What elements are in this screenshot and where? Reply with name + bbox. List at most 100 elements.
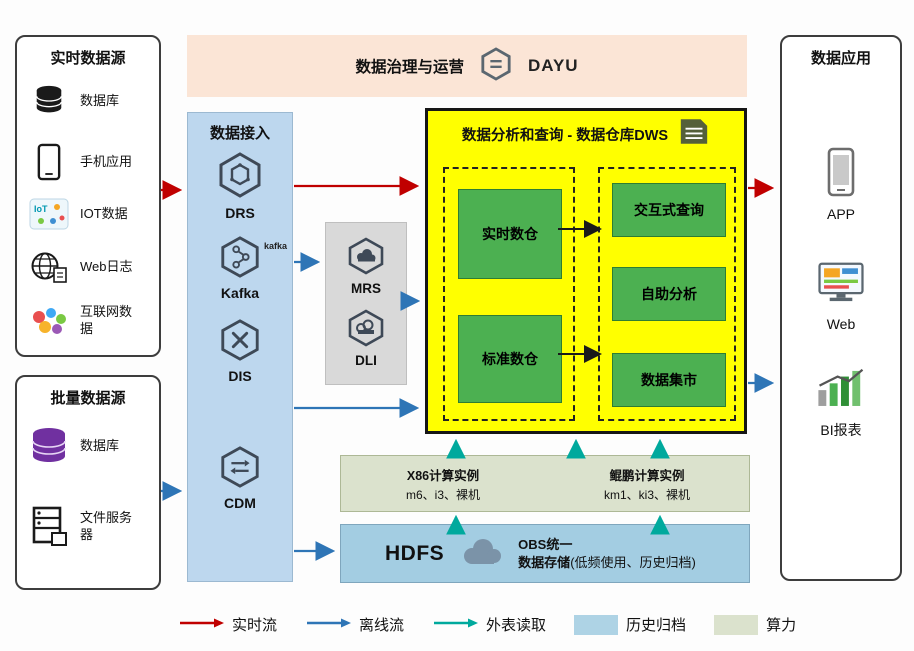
analysis-group: 交互式查询 自助分析 数据集市 — [598, 167, 736, 421]
governance-banner: 数据治理与运营 DAYU — [187, 35, 747, 97]
service-label: MRS — [351, 281, 381, 296]
source-label: 数据库 — [80, 437, 120, 453]
legend-realtime-flow: 实时流 — [178, 614, 277, 635]
web-log-icon — [27, 250, 71, 284]
applications-panel: 数据应用 APP — [780, 35, 902, 581]
x86-compute: X86计算实例 m6、i3、裸机 — [341, 456, 545, 511]
source-label: 手机应用 — [80, 153, 133, 169]
service-dli: DLI — [326, 309, 406, 368]
list-item: 数据库 — [27, 421, 153, 471]
list-item: 互联网数据 — [27, 299, 153, 343]
module-interactive-query: 交互式查询 — [612, 183, 726, 237]
legend-label: 外表读取 — [486, 617, 547, 634]
source-label: 互联网数据 — [80, 304, 133, 336]
web-monitor-icon — [815, 259, 867, 312]
kunpeng-title: 鲲鹏计算实例 — [609, 468, 685, 483]
service-drs: DRS — [188, 151, 292, 221]
compute-panel: X86计算实例 m6、i3、裸机 鲲鹏计算实例 km1、ki3、裸机 — [340, 455, 750, 512]
dli-icon — [346, 309, 386, 352]
iot-icon: IoT — [27, 198, 71, 230]
list-item: 手机应用 — [27, 140, 153, 184]
kafka-logo-text: kafka — [264, 241, 288, 251]
legend-label: 历史归档 — [626, 617, 687, 634]
application-label: Web — [826, 316, 856, 332]
mrs-icon — [346, 237, 386, 280]
x86-title: X86计算实例 — [406, 468, 480, 483]
storage-panel: HDFS OBS统一 数据存储(低频使用、历史归档) — [340, 524, 750, 583]
service-kafka: kafka Kafka — [188, 235, 292, 301]
obs-line1: OBS统一 — [518, 536, 573, 552]
module-data-mart: 数据集市 — [612, 353, 726, 407]
source-label: Web日志 — [80, 258, 133, 274]
source-label: 数据库 — [80, 92, 120, 108]
obs-note: (低频使用、历史归档) — [570, 554, 696, 570]
module-realtime-warehouse: 实时数仓 — [458, 189, 562, 279]
list-item: 数据库 — [27, 79, 153, 123]
module-standard-warehouse: 标准数仓 — [458, 315, 562, 403]
legend: 实时流 离线流 外表读取 历史归档 — [178, 614, 796, 635]
service-label: DIS — [228, 368, 252, 384]
service-cdm: CDM — [188, 445, 292, 511]
legend-label: 离线流 — [359, 617, 405, 634]
service-label: DRS — [225, 205, 255, 221]
application-label: APP — [826, 206, 855, 222]
source-label: IOT数据 — [80, 205, 128, 221]
database-purple-icon — [27, 427, 71, 465]
dws-report-icon — [678, 118, 710, 150]
warehouse-group: 实时数仓 标准数仓 — [443, 167, 575, 421]
internet-data-icon — [27, 305, 71, 337]
source-label: 文件服务器 — [80, 510, 133, 542]
legend-archive: 历史归档 — [574, 614, 686, 635]
legend-compute-power: 算力 — [714, 614, 796, 635]
module-self-service-analysis: 自助分析 — [612, 267, 726, 321]
applications-title: 数据应用 — [810, 50, 871, 67]
database-icon — [27, 84, 71, 118]
x86-spec: m6、i3、裸机 — [405, 487, 480, 502]
middle-services-panel: MRS DLI — [325, 222, 407, 385]
kunpeng-spec: km1、ki3、裸机 — [603, 487, 690, 502]
dws-panel: 数据分析和查询 - 数据仓库DWS 实时数仓 标准数仓 交互式查询 自助分析 数… — [425, 108, 747, 434]
list-item: Web日志 — [27, 245, 153, 289]
legend-label: 算力 — [766, 617, 797, 634]
bi-report-icon — [815, 367, 867, 416]
service-label: Kafka — [220, 285, 260, 301]
app-item: BI报表 — [782, 367, 900, 440]
batch-sources-panel: 批量数据源 数据库 — [15, 375, 161, 590]
cdm-icon — [218, 445, 262, 494]
service-label: CDM — [224, 495, 256, 511]
red-arrow-icon — [178, 616, 224, 634]
svg-text:IoT: IoT — [34, 204, 48, 214]
legend-external-read: 外表读取 — [432, 614, 546, 635]
kafka-icon: kafka — [218, 235, 287, 284]
blue-arrow-icon — [305, 616, 352, 634]
phone-icon — [27, 142, 71, 182]
dayu-product-label: DAYU — [527, 56, 579, 75]
app-phone-icon — [826, 147, 856, 202]
list-item: 文件服务器 — [27, 499, 153, 555]
drs-icon — [217, 151, 263, 204]
compute-power-swatch — [714, 614, 759, 635]
list-item: IoT IOT数据 — [27, 194, 153, 234]
obs-text: OBS统一 数据存储(低频使用、历史归档) — [518, 536, 696, 571]
obs-line2: 数据存储 — [518, 554, 571, 570]
kunpeng-compute: 鲲鹏计算实例 km1、ki3、裸机 — [545, 456, 749, 511]
application-label: BI报表 — [820, 422, 862, 438]
legend-label: 实时流 — [232, 617, 278, 634]
realtime-sources-panel: 实时数据源 数据库 手机应用 — [15, 35, 161, 357]
legend-offline-flow: 离线流 — [305, 614, 404, 635]
service-dis: DIS — [188, 318, 292, 384]
archive-swatch — [574, 614, 619, 635]
ingestion-panel: 数据接入 DRS — [187, 112, 293, 582]
realtime-sources-title: 实时数据源 — [50, 50, 126, 67]
obs-cloud-icon — [458, 535, 504, 572]
file-server-icon — [27, 506, 71, 548]
service-label: DLI — [355, 353, 377, 368]
dis-icon — [218, 318, 262, 367]
teal-arrow-icon — [432, 616, 479, 634]
hdfs-label: HDFS — [385, 541, 445, 565]
dayu-icon — [480, 46, 512, 86]
app-item: Web — [782, 259, 900, 332]
dws-title: 数据分析和查询 - 数据仓库DWS — [461, 127, 669, 144]
service-mrs: MRS — [326, 237, 406, 296]
